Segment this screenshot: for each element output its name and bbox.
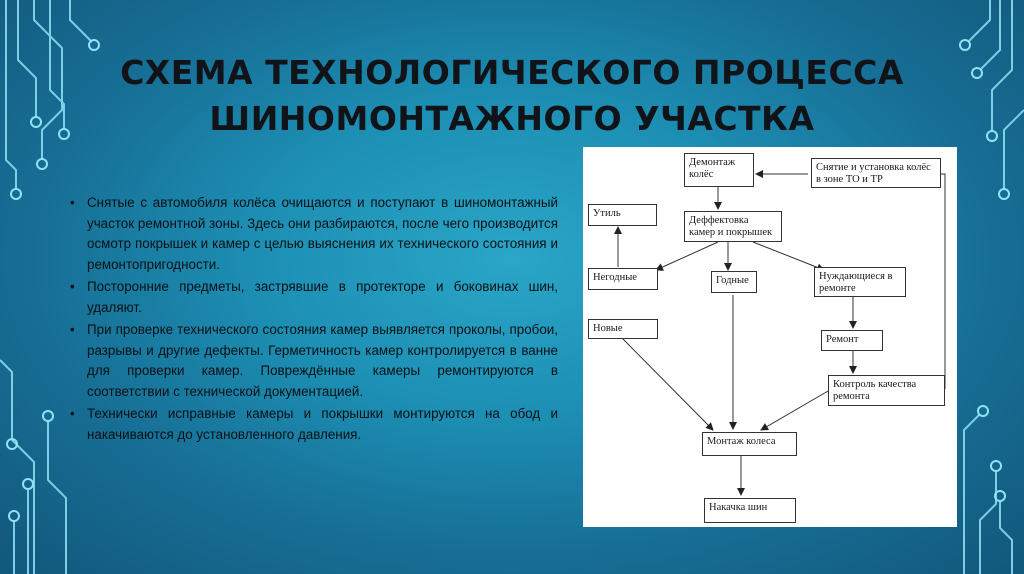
node-removal: Снятие и установка колёс в зоне ТО и ТР <box>811 158 941 188</box>
bullet-item: • Посторонние предметы, застрявшие в прот… <box>68 277 558 318</box>
slide-title: СХЕМА ТЕХНОЛОГИЧЕСКОГО ПРОЦЕССА ШИНОМОНТ… <box>0 50 1024 142</box>
node-repair: Ремонт <box>821 330 883 351</box>
arrow-quality-to-mounting <box>760 390 829 431</box>
process-flow-diagram: Демонтаж колёс Снятие и установка колёс … <box>583 147 957 527</box>
arrow-new-to-mounting <box>620 336 714 431</box>
bullet-item: • Технически исправные камеры и покрышки … <box>68 404 558 445</box>
bullet-text: Снятые с автомобиля колёса очищаются и п… <box>87 195 558 272</box>
node-unfit: Негодные <box>588 268 658 290</box>
bullet-dot: • <box>70 322 75 337</box>
line-quality-to-removal <box>910 173 946 389</box>
node-utility: Утиль <box>588 204 657 226</box>
diagram-connectors <box>614 170 946 496</box>
arrow-inspection-to-need-repair <box>752 241 825 272</box>
bullet-dot: • <box>70 279 75 294</box>
bullet-list: • Снятые с автомобиля колёса очищаются и … <box>68 193 558 447</box>
node-need-repair: Нуждающиеся в ремонте <box>814 267 906 297</box>
bullet-item: • При проверке технического состояния кам… <box>68 320 558 402</box>
node-dismount: Демонтаж колёс <box>684 153 754 187</box>
bullet-dot: • <box>70 195 75 210</box>
node-mounting: Монтаж колеса <box>702 432 797 456</box>
bullet-dot: • <box>70 406 75 421</box>
title-line-1: СХЕМА ТЕХНОЛОГИЧЕСКОГО ПРОЦЕССА <box>120 53 904 92</box>
title-line-2: ШИНОМОНТАЖНОГО УЧАСТКА <box>209 99 815 138</box>
bullet-text: Посторонние предметы, застрявшие в проте… <box>87 279 558 315</box>
bullet-item: • Снятые с автомобиля колёса очищаются и … <box>68 193 558 275</box>
node-new: Новые <box>588 319 658 339</box>
node-fit: Годные <box>711 271 757 293</box>
node-inflation: Накачка шин <box>704 498 796 523</box>
arrow-inspection-to-unfit <box>655 241 719 271</box>
node-quality: Контроль качества ремонта <box>828 375 945 406</box>
bullet-text: При проверке технического состояния каме… <box>87 322 558 399</box>
bullet-text: Технически исправные камеры и покрышки м… <box>87 406 558 442</box>
node-inspection: Деффектовка камер и покрышек <box>684 211 782 242</box>
